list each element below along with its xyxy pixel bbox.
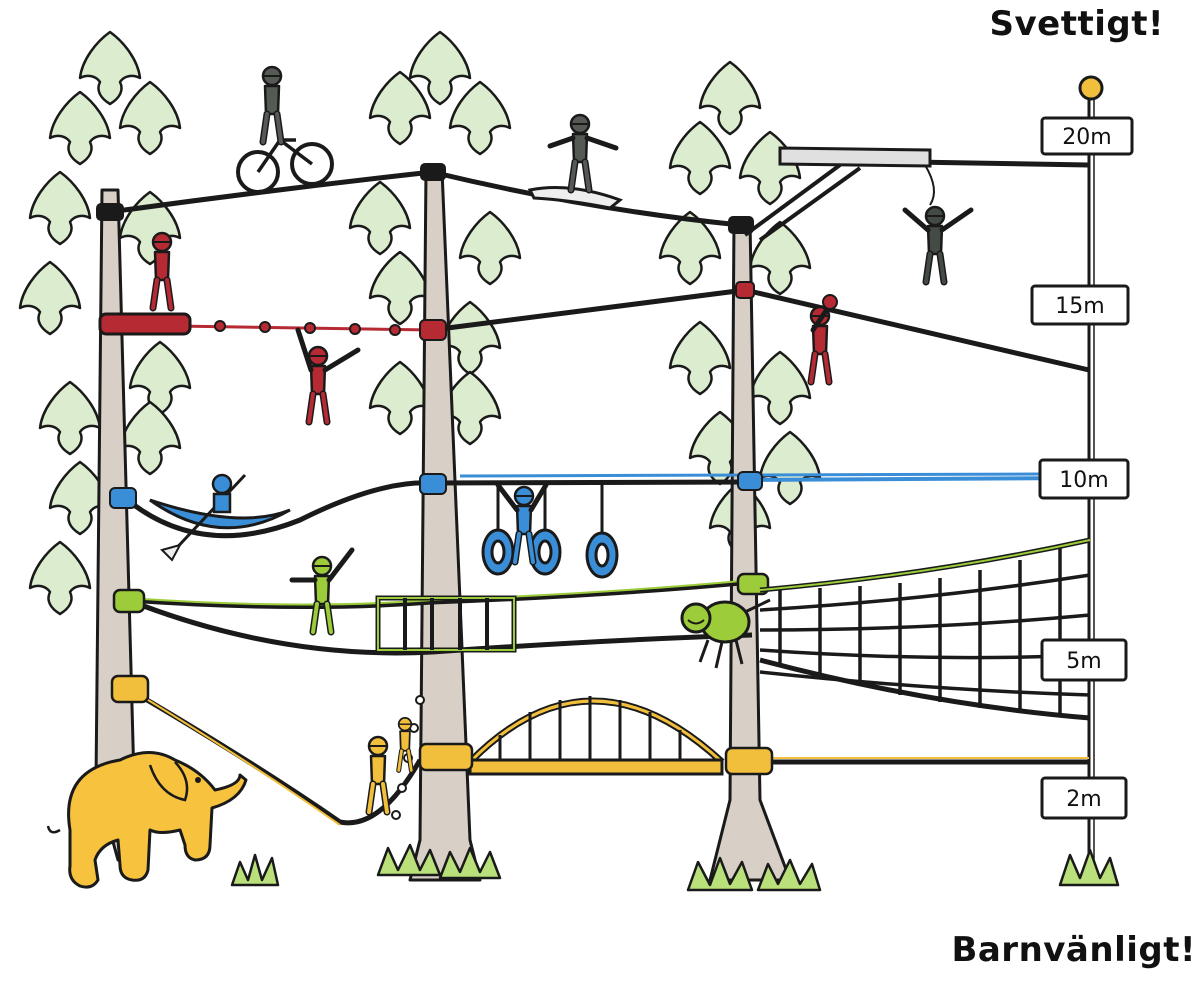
height-sign-20m: 20m <box>1040 116 1134 156</box>
person-red-standing <box>153 233 171 308</box>
person-red-swinging <box>811 302 833 382</box>
person-yellow-child <box>399 718 412 771</box>
grass-icon <box>230 843 1120 892</box>
cable-15m-middle <box>431 287 746 333</box>
clamp-2m-middle <box>418 742 474 772</box>
difficulty-label-bottom: Barnvänligt! <box>951 930 1196 970</box>
cable-2m-left-color <box>134 691 341 826</box>
clamp-20m-middle <box>420 163 446 181</box>
zipline-rope <box>924 164 935 206</box>
height-label-2m: 2m <box>1066 787 1101 812</box>
person-cyclist <box>263 67 281 142</box>
height-label-15m: 15m <box>1055 294 1104 319</box>
platform-15m <box>98 312 192 336</box>
tree-left <box>18 30 192 862</box>
cable-15m-right <box>744 287 1090 373</box>
ring-icon <box>481 483 619 579</box>
swing-pulley <box>822 294 838 310</box>
clamp-2m-left <box>110 674 150 704</box>
spider-icon <box>680 598 771 669</box>
zipline-platform <box>778 146 932 168</box>
height-sign-15m: 15m <box>1030 284 1130 326</box>
height-label-20m: 20m <box>1062 125 1111 150</box>
tree-right-trunk <box>708 218 792 882</box>
clamp-2m-right <box>724 746 774 776</box>
zipline-brace <box>743 163 862 242</box>
clamp-10m-middle <box>419 473 447 495</box>
rope-15m-beads <box>214 320 401 336</box>
cable-10m-middle <box>431 479 751 486</box>
height-sign-10m: 10m <box>1038 458 1130 500</box>
clamp-5m-left <box>112 588 146 614</box>
course-level-2m <box>110 674 1089 826</box>
kayak-icon <box>149 473 291 562</box>
bridge-icon <box>467 696 725 776</box>
clamp-10m-right <box>737 471 763 491</box>
clamp-20m-right <box>728 216 754 234</box>
person-kayaker <box>211 473 233 514</box>
difficulty-label-top: Svettigt! <box>989 4 1164 44</box>
pole-top-knob <box>1078 75 1104 101</box>
clamp-15m-right <box>735 281 755 299</box>
cable-20m-left <box>109 169 433 215</box>
clamp-20m-left <box>96 203 124 221</box>
course-level-5m <box>112 537 1091 721</box>
height-sign-5m: 5m <box>1040 638 1128 682</box>
person-yellow-adult <box>369 737 387 812</box>
cable-10m-left <box>123 480 433 539</box>
height-label-10m: 10m <box>1059 468 1108 493</box>
cable-10m-right <box>749 476 1090 482</box>
height-sign-2m: 2m <box>1040 776 1128 820</box>
clamp-15m-middle <box>419 319 447 341</box>
person-ring-swinger <box>495 482 549 562</box>
clamp-10m-left <box>109 487 137 509</box>
height-label-5m: 5m <box>1066 649 1101 674</box>
person-zipline <box>902 207 974 282</box>
person-skateboarder <box>547 115 619 190</box>
course-level-20m <box>96 67 1090 282</box>
cargo-net-icon <box>759 537 1091 721</box>
course-level-15m <box>98 233 1090 422</box>
person-red-hanging <box>295 327 361 422</box>
skateboard-icon <box>527 186 624 210</box>
person-green <box>289 547 355 632</box>
bicycle-icon <box>236 137 334 194</box>
elephant-icon <box>46 751 248 889</box>
ladder-bridge <box>375 595 517 653</box>
course-level-10m <box>109 471 1090 579</box>
